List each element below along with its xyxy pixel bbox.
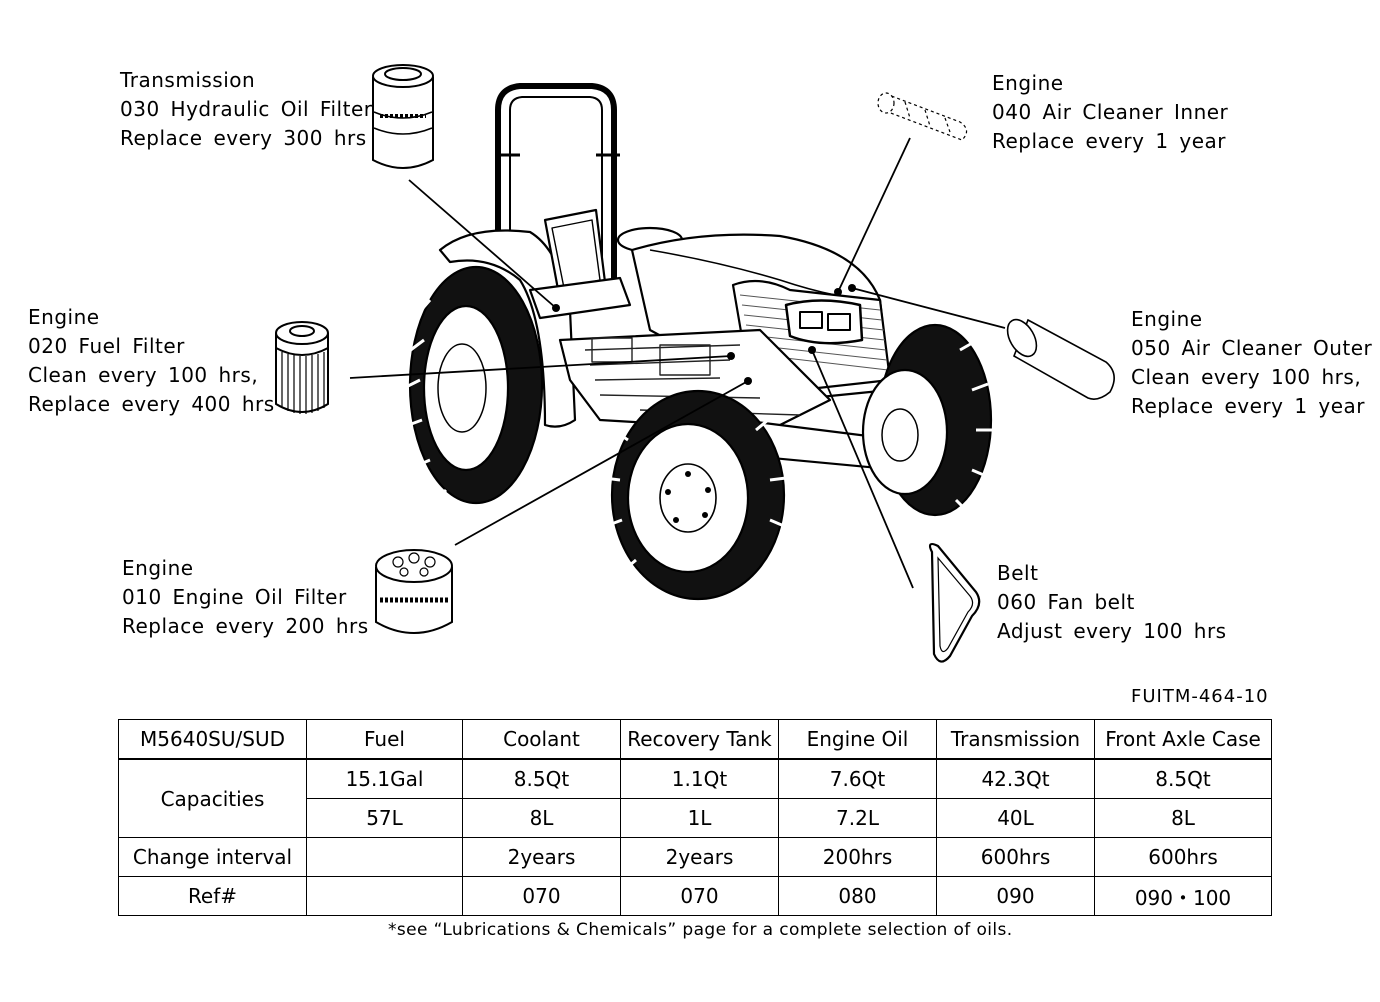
leader-lines (349, 137, 1006, 589)
callout-interval: Adjust every 100 hrs (997, 619, 1227, 643)
leader-dots (552, 284, 856, 385)
table-cell: 15.1Gal (306, 758, 463, 799)
callout-part: 040 Air Cleaner Inner (992, 100, 1229, 124)
figure-code: FUITM-464-10 (1131, 686, 1269, 707)
column-header: Recovery Tank (620, 719, 779, 760)
table-cell: 40L (936, 798, 1095, 838)
row-label: Capacities (118, 758, 307, 838)
engine-oil-filter-icon (375, 549, 453, 634)
table-cell: 8.5Qt (462, 758, 621, 799)
callout-part: 020 Fuel Filter (28, 334, 185, 358)
table-cell: 1.1Qt (620, 758, 779, 799)
table-header-row: M5640SU/SUD Fuel Coolant Recovery Tank E… (118, 719, 1272, 760)
callout-part: 010 Engine Oil Filter (122, 585, 347, 609)
table-cell: 42.3Qt (936, 758, 1095, 799)
callout-system: Engine (992, 71, 1064, 95)
callout-interval-2: Replace every 400 hrs (28, 392, 275, 416)
column-header: Coolant (462, 719, 621, 760)
callout-air-cleaner-outer: Engine 050 Air Cleaner Outer Clean every… (1131, 305, 1372, 421)
column-header: Transmission (936, 719, 1095, 760)
table-cell: 2years (620, 837, 779, 877)
callout-air-cleaner-inner: Engine 040 Air Cleaner Inner Replace eve… (992, 69, 1228, 156)
row-label: Ref# (118, 876, 307, 916)
air-cleaner-outer-icon (1006, 318, 1115, 400)
callout-interval: Replace every 200 hrs (122, 614, 369, 638)
column-header: Front Axle Case (1094, 719, 1272, 760)
table-row: Ref# 070 070 080 090 090・100 (118, 876, 1272, 916)
callout-fuel-filter: Engine 020 Fuel Filter Clean every 100 h… (28, 303, 275, 419)
tractor-illustration (403, 83, 993, 601)
callout-interval: Clean every 100 hrs, (28, 363, 259, 387)
callout-interval: Clean every 100 hrs, (1131, 365, 1362, 389)
fan-belt-icon (928, 542, 981, 663)
table-cell: 2years (462, 837, 621, 877)
callout-hydraulic-oil-filter: Transmission 030 Hydraulic Oil Filter Re… (120, 66, 372, 153)
table-cell: 090・100 (1094, 876, 1272, 916)
footnote: *see “Lubrications & Chemicals” page for… (388, 920, 1013, 940)
table-cell: 600hrs (1094, 837, 1272, 877)
callout-fan-belt: Belt 060 Fan belt Adjust every 100 hrs (997, 559, 1227, 646)
callout-part: 050 Air Cleaner Outer (1131, 336, 1373, 360)
table-cell: 8L (1094, 798, 1272, 838)
column-header: Fuel (306, 719, 463, 760)
callout-part: 030 Hydraulic Oil Filter (120, 97, 373, 121)
table-cell: 600hrs (936, 837, 1095, 877)
callout-system: Transmission (120, 68, 256, 92)
table-cell: 090 (936, 876, 1095, 916)
callout-system: Engine (1131, 307, 1203, 331)
table-cell (306, 876, 463, 916)
table-cell: 7.2L (778, 798, 937, 838)
air-cleaner-inner-icon (877, 92, 968, 141)
model-cell: M5640SU/SUD (118, 719, 307, 760)
fuel-filter-icon (275, 321, 329, 414)
callout-system: Belt (997, 561, 1039, 585)
table-cell: 080 (778, 876, 937, 916)
capacity-table: M5640SU/SUD Fuel Coolant Recovery Tank E… (118, 719, 1272, 916)
column-header: Engine Oil (778, 719, 937, 760)
table-cell: 200hrs (778, 837, 937, 877)
table-cell: 1L (620, 798, 779, 838)
table-cell: 070 (620, 876, 779, 916)
callout-interval: Replace every 1 year (992, 129, 1227, 153)
callout-interval: Replace every 300 hrs (120, 126, 367, 150)
table-cell: 8L (462, 798, 621, 838)
table-cell: 8.5Qt (1094, 758, 1272, 799)
table-cell: 57L (306, 798, 463, 838)
callout-part: 060 Fan belt (997, 590, 1135, 614)
table-cell: 7.6Qt (778, 758, 937, 799)
callout-engine-oil-filter: Engine 010 Engine Oil Filter Replace eve… (122, 554, 369, 641)
callout-system: Engine (122, 556, 194, 580)
callout-system: Engine (28, 305, 100, 329)
callout-interval-2: Replace every 1 year (1131, 394, 1366, 418)
table-cell (306, 837, 463, 877)
table-row: Change interval 2years 2years 200hrs 600… (118, 837, 1272, 877)
row-label: Change interval (118, 837, 307, 877)
table-cell: 070 (462, 876, 621, 916)
hydraulic-oil-filter-icon (372, 64, 434, 169)
table-row: 57L 8L 1L 7.2L 40L 8L (119, 798, 1272, 838)
table-row: Capacities 15.1Gal 8.5Qt 1.1Qt 7.6Qt 42.… (118, 758, 1272, 838)
